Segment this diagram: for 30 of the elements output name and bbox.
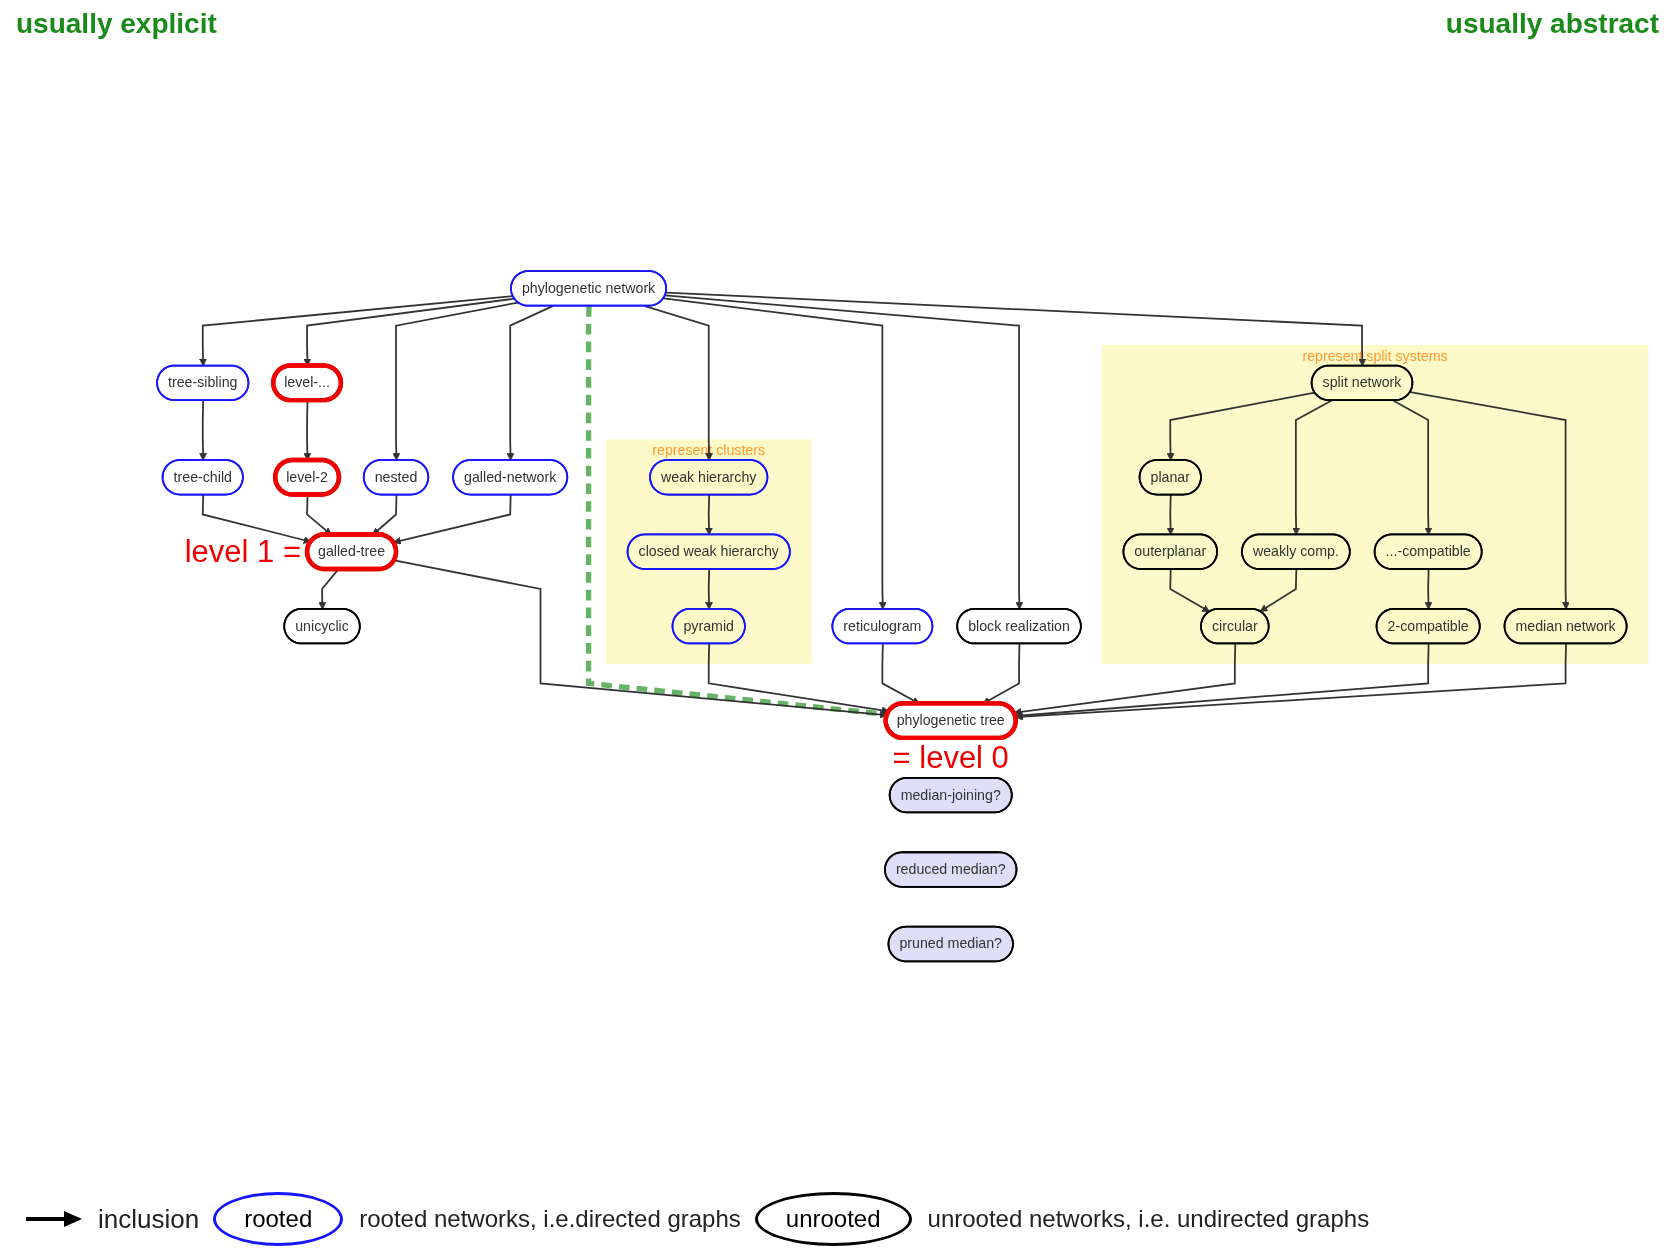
legend-label: inclusion xyxy=(98,1203,200,1235)
arrow xyxy=(506,305,554,461)
arrow xyxy=(393,559,888,719)
arrow xyxy=(393,493,512,545)
arrow xyxy=(643,305,713,461)
heading-label: usually abstract xyxy=(1445,8,1659,40)
arrow xyxy=(199,399,207,461)
heading-label: usually explicit xyxy=(16,8,217,40)
legend-description: unrooted networks, i.e. undirected graphs xyxy=(927,1205,1370,1233)
arrow xyxy=(664,294,1024,610)
arrow xyxy=(1409,390,1570,610)
arrow xyxy=(1424,568,1433,610)
arrow xyxy=(1292,399,1333,535)
arrow xyxy=(199,295,514,367)
arrow xyxy=(665,291,1367,367)
arrow xyxy=(705,493,713,535)
level-annotation: level 1 = xyxy=(184,536,302,567)
arrow xyxy=(705,568,713,610)
ellipse-node: rooted xyxy=(213,1192,344,1246)
arrow xyxy=(1169,568,1211,613)
arrow xyxy=(1015,642,1567,721)
arrow xyxy=(662,297,887,610)
ellipse-node: unrooted xyxy=(754,1192,912,1246)
arrow xyxy=(392,301,520,461)
level-annotation: = level 0 xyxy=(892,741,1009,773)
arrow xyxy=(1259,568,1298,612)
connector xyxy=(585,305,888,717)
arrow xyxy=(1166,493,1175,535)
legend-description: rooted networks, i.e.directed graphs xyxy=(359,1205,741,1233)
arrow xyxy=(1392,399,1433,535)
